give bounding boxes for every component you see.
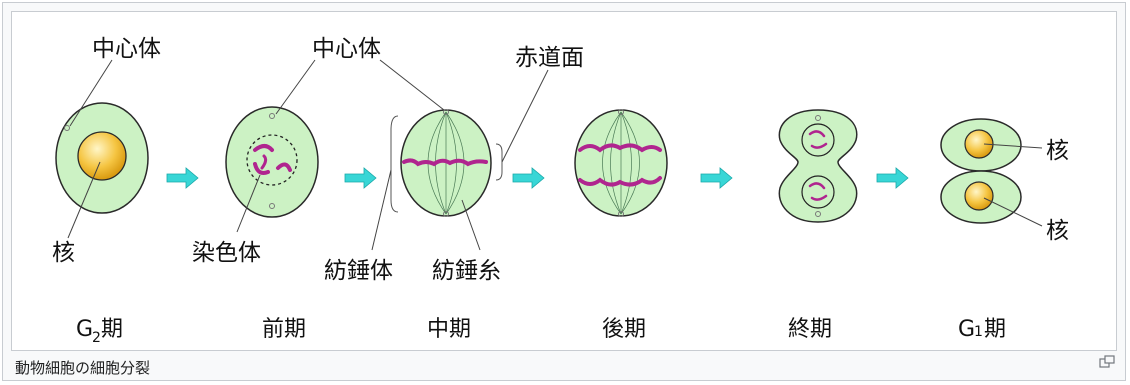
right-arrow-icon	[166, 167, 909, 189]
cell-metaphase	[400, 109, 492, 217]
cell-g1	[940, 118, 1022, 224]
svg-text:1: 1	[974, 324, 983, 340]
stage-anaphase: 後期	[602, 317, 646, 342]
figure-frame: 動物細胞の細胞分裂	[2, 2, 1126, 381]
label-centrosome-1: 中心体	[92, 36, 161, 62]
svg-text:2: 2	[92, 330, 101, 346]
figure-image	[11, 11, 1117, 351]
label-centrosome-2: 中心体	[312, 36, 381, 62]
stage-telophase: 終期	[788, 317, 832, 342]
svg-text:期: 期	[101, 317, 123, 342]
enlarge-icon[interactable]	[1099, 355, 1115, 369]
stage-prophase: 前期	[262, 317, 306, 342]
cell-anaphase	[574, 109, 668, 217]
label-nucleus-1: 核	[52, 240, 75, 266]
label-nucleus-3: 核	[1046, 218, 1069, 244]
label-spindle-fiber: 紡錘糸	[432, 258, 501, 284]
figure-caption: 動物細胞の細胞分裂	[15, 359, 151, 377]
cell-telophase	[778, 109, 858, 223]
label-equatorial-plane: 赤道面	[515, 45, 584, 71]
label-spindle-body: 紡錘体	[324, 258, 393, 284]
cell-g2	[55, 102, 149, 214]
svg-text:G: G	[76, 317, 93, 342]
label-nucleus-2: 核	[1046, 138, 1069, 164]
spindle-bracket	[390, 115, 399, 213]
label-chromosome: 染色体	[192, 240, 261, 266]
stage-metaphase: 中期	[427, 317, 471, 342]
equator-bracket	[495, 143, 503, 181]
cell-prophase	[225, 106, 319, 218]
svg-text:期: 期	[984, 317, 1006, 342]
svg-text:G: G	[958, 317, 975, 342]
stage-g1: G 1 期	[958, 317, 1006, 342]
stage-g2: G 2 期	[76, 317, 123, 346]
leader-lines	[67, 59, 1043, 251]
